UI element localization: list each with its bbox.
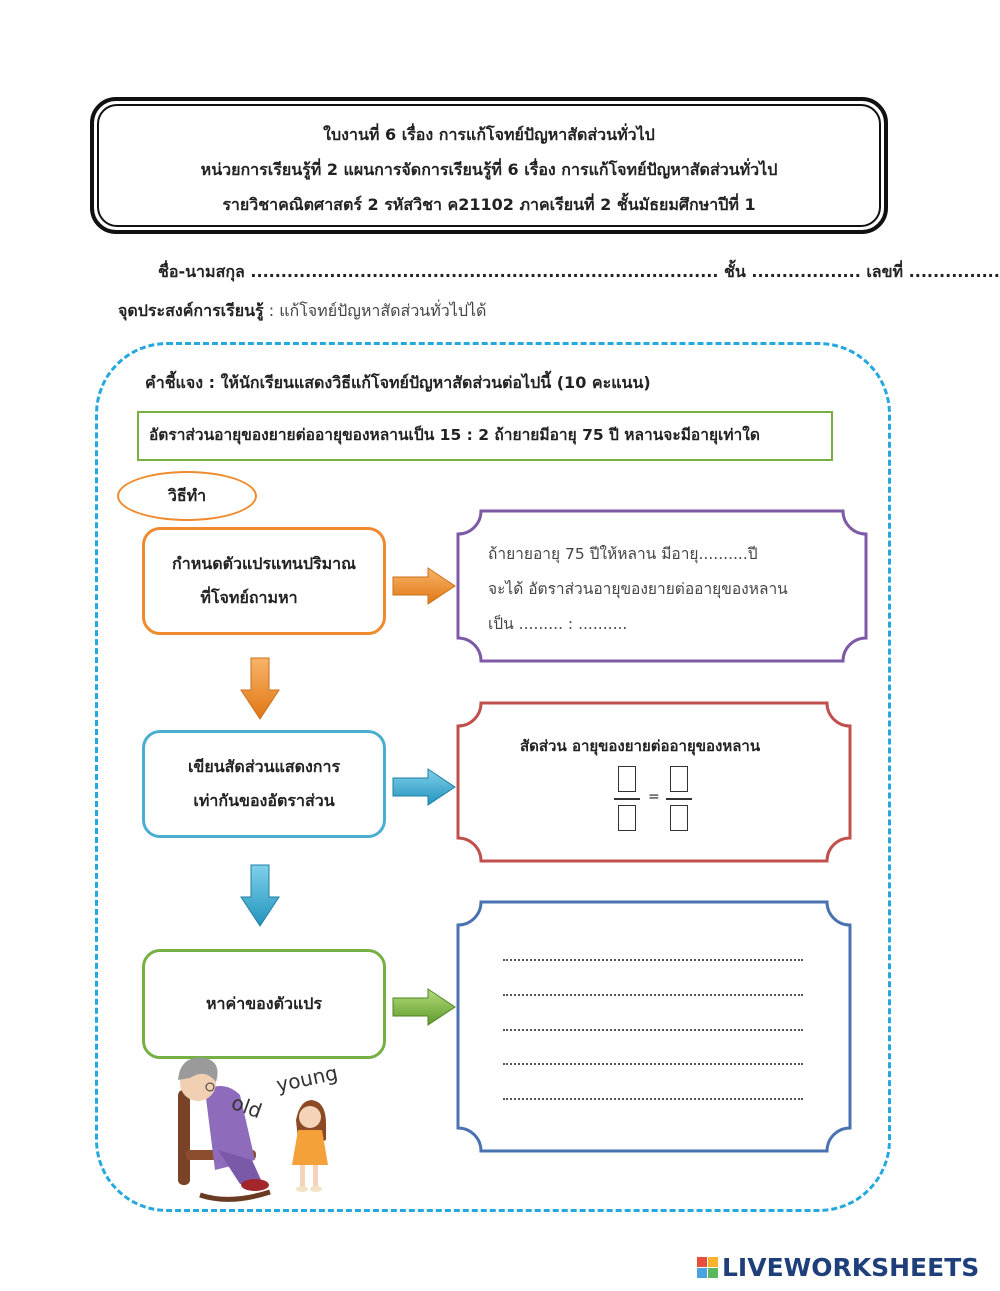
liveworksheets-logo-text: LIVEWORKSHEETS: [722, 1253, 980, 1282]
proportion-title: สัดส่วน อายุของยายต่ออายุของหลาน: [520, 737, 761, 755]
arrow-down-blue-icon: [240, 864, 280, 927]
fraction-1-denominator-box[interactable]: [618, 805, 636, 831]
step-solve-variable: หาค่าของตัวแปร: [142, 949, 386, 1059]
liveworksheets-logo-icon: [697, 1257, 718, 1278]
answer1-line1: ถ้ายายอายุ 75 ปีให้หลาน มีอายุ..........…: [488, 545, 758, 563]
fraction-2-numerator-box[interactable]: [670, 766, 688, 792]
objective-label: จุดประสงค์การเรียนรู้: [118, 301, 264, 320]
young-label: young: [274, 1060, 340, 1096]
step-2-line-1: เขียนสัดส่วนแสดงการ: [187, 757, 341, 776]
arrow-down-orange-icon: [240, 657, 280, 720]
answer1-line3: เป็น ......... : ..........: [488, 615, 628, 633]
fraction-1-bar: [614, 798, 640, 800]
step-write-proportion: เขียนสัดส่วนแสดงการ เท่ากันของอัตราส่วน: [142, 730, 386, 838]
instructions: คำชี้แจง : ให้นักเรียนแสดงวิธีแก้โจทย์ปั…: [145, 373, 651, 392]
worksheet-title: ใบงานที่ 6 เรื่อง การแก้โจทย์ปัญหาสัดส่ว…: [323, 125, 655, 144]
answer-line-1[interactable]: [503, 957, 803, 961]
answer-frame-2: [456, 701, 852, 863]
fraction-2-bar: [666, 798, 692, 800]
answer-line-2[interactable]: [503, 992, 803, 996]
answer-frame-1: [456, 509, 868, 663]
arrow-right-orange-icon: [392, 567, 456, 605]
answer1-line2: จะได้ อัตราส่วนอายุของยายต่ออายุของหลาน: [488, 580, 788, 598]
activity-frame: [95, 342, 891, 1212]
answer-frame-3: [456, 900, 852, 1153]
step-2-line-2: เท่ากันของอัตราส่วน: [193, 791, 335, 810]
step-1-line-2: ที่โจทย์ถามหา: [200, 588, 298, 607]
header-frame-outer: [90, 97, 888, 234]
step-3-line-1: หาค่าของตัวแปร: [205, 994, 322, 1013]
unit-title: หน่วยการเรียนรู้ที่ 2 แผนการจัดการเรียนร…: [200, 160, 778, 179]
fraction-1-numerator-box[interactable]: [618, 766, 636, 792]
proportion-fraction-boxes: =: [612, 764, 698, 834]
arrow-right-green-icon: [392, 988, 456, 1026]
problem-statement: อัตราส่วนอายุของยายต่ออายุของหลานเป็น 15…: [137, 411, 833, 461]
answer-line-4[interactable]: [503, 1061, 803, 1065]
answer-line-3[interactable]: [503, 1027, 803, 1031]
student-name-line: ชื่อ-นามสกุล ...........................…: [158, 262, 1000, 281]
course-info: รายวิชาคณิตศาสตร์ 2 รหัสวิชา ค21102 ภาคเ…: [222, 195, 756, 214]
objective-text: : แก้โจทย์ปัญหาสัดส่วนทั่วไปได้: [263, 301, 487, 320]
granddaughter-illustration: [292, 1100, 328, 1192]
fraction-2-denominator-box[interactable]: [670, 805, 688, 831]
method-label: วิธีทำ: [117, 471, 257, 521]
header-frame-inner: [97, 104, 881, 227]
grandmother-illustration: [178, 1057, 271, 1202]
learning-objective: จุดประสงค์การเรียนรู้ : แก้โจทย์ปัญหาสัด…: [118, 299, 486, 324]
step-define-variable: กำหนดตัวแปรแทนปริมาณ ที่โจทย์ถามหา: [142, 527, 386, 635]
equals-sign: =: [648, 789, 660, 805]
answer-line-5[interactable]: [503, 1096, 803, 1100]
arrow-right-blue-icon: [392, 768, 456, 806]
step-1-line-1: กำหนดตัวแปรแทนปริมาณ: [172, 554, 356, 573]
